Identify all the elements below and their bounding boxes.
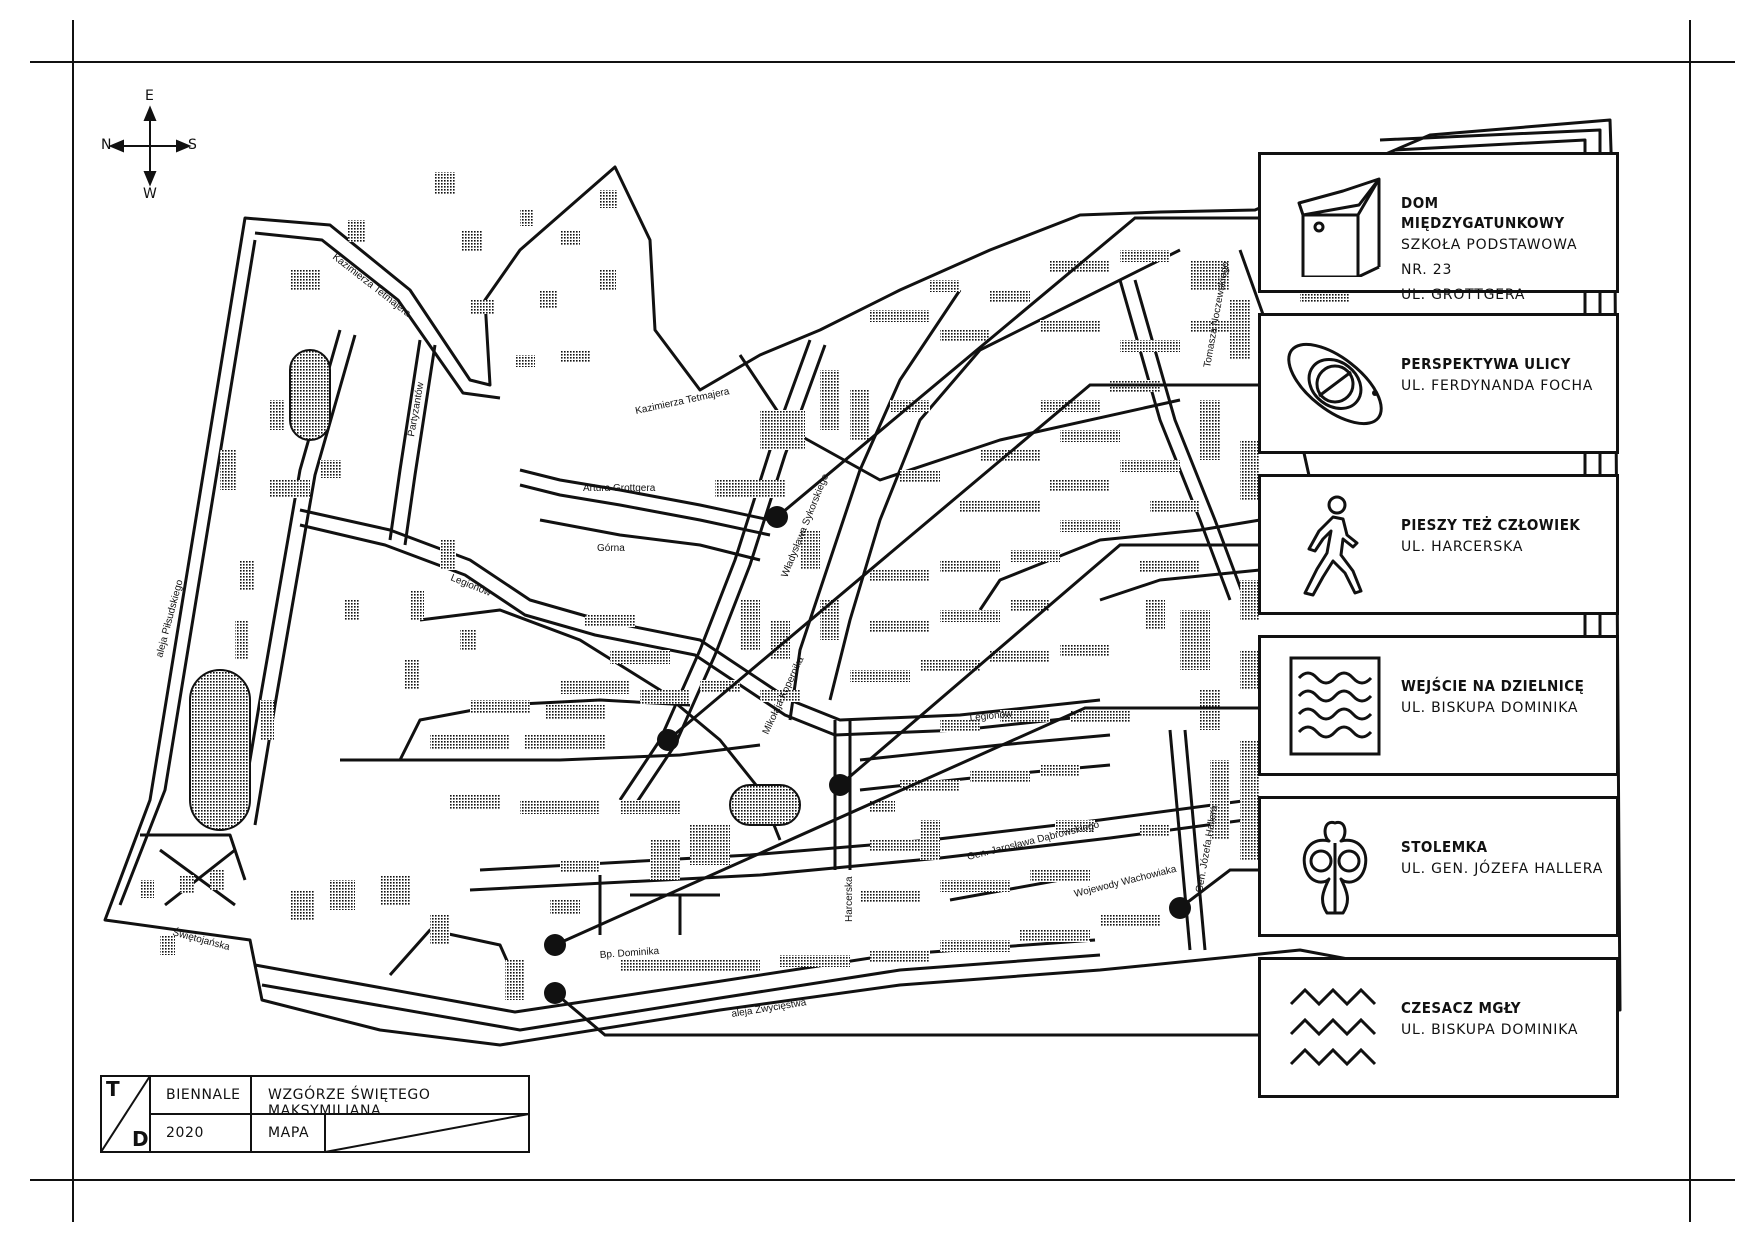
project-name: WZGÓRZE ŚWIĘTEGO MAKSYMILIANA (268, 1087, 431, 1119)
street-label: Artura Grottgera (583, 483, 656, 494)
marker-dom-miedzygatunkowy (766, 506, 788, 528)
street-label: Kazimierza Tetmajera (634, 386, 731, 417)
title-block-grid (100, 1075, 530, 1153)
legend-card-pieszy[interactable]: PIESZY TEŻ CZŁOWIEK UL. HARCERSKA (1258, 474, 1619, 615)
legend-line: UL. GROTTGERA (1401, 287, 1526, 303)
marker-pieszy (829, 774, 851, 796)
sheet-frame (30, 20, 1735, 1222)
legend-title: PERSPEKTYWA ULICY (1401, 355, 1571, 373)
tree-figure-icon (1302, 820, 1368, 915)
sphere-ellipse-icon (1287, 342, 1383, 426)
marker-wejscie (544, 934, 566, 956)
legend-card-czesacz[interactable]: CZESACZ MGŁY UL. BISKUPA DOMINIKA (1258, 957, 1619, 1098)
legend-card-dom[interactable]: DOM MIĘDZYGATUNKOWY SZKOŁA PODSTAWOWA NR… (1258, 152, 1619, 303)
logo-letter-t: T (106, 1077, 121, 1101)
legend-line: UL. GEN. JÓZEFA HALLERA (1401, 861, 1604, 877)
street-label: Górna (597, 543, 625, 554)
marker-czesacz (544, 982, 566, 1004)
leader-lines (554, 216, 1258, 1037)
zigzag-icon (1289, 987, 1377, 1067)
compass-west: W (143, 186, 157, 202)
legend-card-perspektywa[interactable]: PERSPEKTYWA ULICY UL. FERDYNANDA FOCHA (1258, 313, 1619, 454)
waves-icon (1289, 656, 1381, 756)
compass-north: N (101, 137, 112, 153)
year: 2020 (166, 1125, 205, 1141)
location-markers (544, 506, 1191, 1004)
street-label: Świętojańska (171, 925, 232, 953)
street-label: aleja Zwycięstwa (731, 997, 808, 1020)
legend-line: UL. FERDYNANDA FOCHA (1401, 378, 1594, 394)
legend-line: SZKOŁA PODSTAWOWA NR. 23 (1401, 237, 1578, 278)
marker-perspektywa-ulicy (657, 729, 679, 751)
buildings (140, 172, 1580, 1000)
marker-stolemka (1169, 897, 1191, 919)
birdhouse-icon (1297, 177, 1381, 277)
legend-title: STOLEMKA (1401, 838, 1488, 856)
street-label: Legionów (449, 573, 494, 600)
compass-east: E (145, 88, 154, 104)
legend-title: PIESZY TEŻ CZŁOWIEK (1401, 516, 1581, 534)
pedestrian-icon (1303, 495, 1363, 597)
legend-title: DOM MIĘDZYGATUNKOWY (1401, 194, 1565, 232)
legend-line: UL. BISKUPA DOMINIKA (1401, 700, 1579, 716)
compass-south: S (188, 137, 197, 153)
legend-title: WEJŚCIE NA DZIELNICĘ (1401, 677, 1585, 695)
street-label: Harcerska (844, 876, 855, 922)
logo-letter-d: D (132, 1127, 150, 1151)
legend-card-stolemka[interactable]: STOLEMKA UL. GEN. JÓZEFA HALLERA (1258, 796, 1619, 937)
legend-title: CZESACZ MGŁY (1401, 999, 1522, 1017)
event-name: BIENNALE (166, 1087, 241, 1103)
legend-card-wejscie[interactable]: WEJŚCIE NA DZIELNICĘ UL. BISKUPA DOMINIK… (1258, 635, 1619, 776)
street-label: Legionów (969, 708, 1014, 723)
legend-line: UL. HARCERSKA (1401, 539, 1524, 555)
title-block: T D BIENNALE WZGÓRZE ŚWIĘTEGO MAKSYMILIA… (100, 1075, 530, 1153)
street-label: Bp. Dominika (599, 946, 660, 961)
compass-rose (108, 105, 192, 187)
street-label: Kazimierza Tetmajera (330, 252, 413, 320)
legend-line: UL. BISKUPA DOMINIKA (1401, 1022, 1579, 1038)
document-type: MAPA (268, 1125, 310, 1141)
